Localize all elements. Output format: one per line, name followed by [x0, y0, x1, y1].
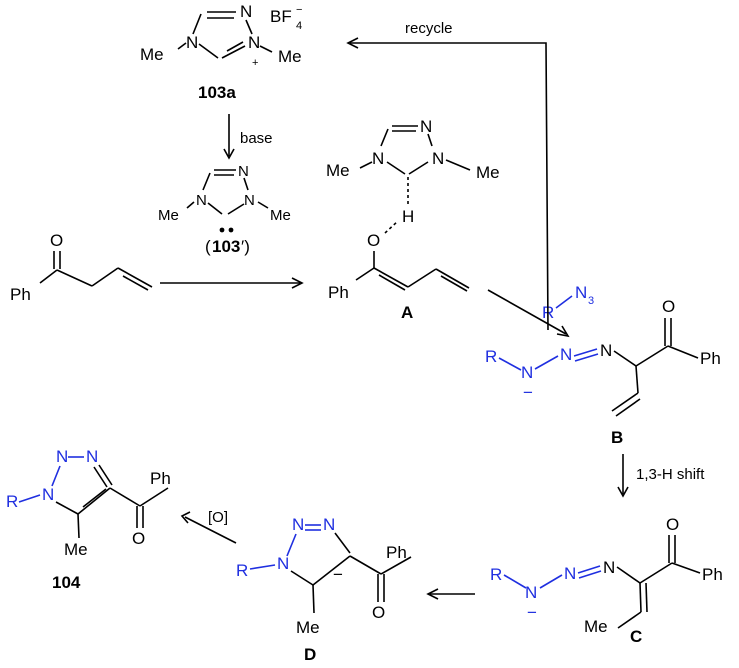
- oxygen-atom: O: [666, 515, 679, 534]
- n-atom: N: [86, 447, 98, 466]
- n-atom: N: [238, 163, 249, 180]
- compound-label-C: C: [630, 627, 642, 646]
- n-atom: N: [603, 558, 615, 577]
- compound-label-B: B: [611, 428, 623, 447]
- azide-label: N: [575, 283, 587, 302]
- methyl-label: Me: [140, 45, 164, 64]
- phenyl-label: Ph: [700, 349, 721, 368]
- bf4-subscript: 4: [296, 20, 302, 32]
- r-group-label: R: [6, 492, 18, 511]
- n-atom: N: [432, 149, 444, 168]
- n-atom: N: [248, 33, 260, 52]
- compound-label-104: 104: [52, 573, 81, 592]
- recycle-label: recycle: [405, 20, 453, 37]
- n-atom: N: [240, 2, 252, 21]
- phenyl-label: Ph: [10, 285, 31, 304]
- oxygen-atom: O: [132, 529, 145, 548]
- n-atom: N: [525, 583, 537, 602]
- phenyl-label: Ph: [386, 543, 407, 562]
- n-atom: N: [600, 341, 612, 360]
- lone-pair-dot: [219, 227, 225, 233]
- n-atom: N: [372, 149, 384, 168]
- compound-label-103-prime: 103: [212, 237, 240, 256]
- intermediate-C: R N − N N O Ph Me C: [490, 515, 723, 646]
- hydrogen-atom: H: [402, 207, 414, 226]
- arrow-base: base: [223, 114, 273, 160]
- r-group-label: R: [236, 561, 248, 580]
- azide-subscript: 3: [588, 295, 594, 307]
- intermediate-A: N N N Me Me H O Ph A: [326, 117, 500, 322]
- oxidation-label: [O]: [208, 509, 228, 526]
- compound-label-close: ′): [241, 237, 250, 256]
- arrow-shift: 1,3-H shift: [617, 454, 705, 498]
- methyl-label: Me: [278, 47, 302, 66]
- oxygen-atom: O: [662, 297, 675, 316]
- oxygen-atom: O: [367, 231, 380, 250]
- methyl-label: Me: [158, 207, 179, 224]
- n-atom: N: [560, 345, 572, 364]
- n-atom: N: [277, 554, 289, 573]
- bf4-superscript: −: [296, 4, 302, 16]
- n-atom: N: [186, 33, 198, 52]
- n-atom: N: [196, 192, 207, 209]
- minus-charge: −: [333, 565, 343, 584]
- methyl-label: Me: [270, 207, 291, 224]
- n-atom: N: [521, 363, 533, 382]
- methyl-label: Me: [326, 161, 350, 180]
- r-group-label: R: [490, 565, 502, 584]
- methyl-label: Me: [476, 163, 500, 182]
- arrow-main: [160, 277, 304, 289]
- phenyl-label: Ph: [150, 469, 171, 488]
- methyl-label: Me: [296, 618, 320, 637]
- minus-charge: −: [527, 603, 537, 622]
- shift-label: 1,3-H shift: [636, 466, 705, 483]
- arrow-oxidation: [O]: [180, 509, 237, 544]
- bf4-counterion: BF: [270, 7, 292, 26]
- compound-label-D: D: [304, 645, 316, 664]
- n-atom: N: [292, 515, 304, 534]
- starting-ketone: O Ph: [10, 231, 153, 304]
- arrow-cyclization: [426, 588, 475, 600]
- r-group-label: R: [485, 347, 497, 366]
- oxygen-atom: O: [50, 231, 63, 250]
- n-atom: N: [420, 117, 432, 136]
- methyl-label: Me: [584, 617, 608, 636]
- compound-label-open: (: [205, 237, 211, 256]
- compound-label-A: A: [401, 303, 413, 322]
- n-atom: N: [323, 515, 335, 534]
- methyl-label: Me: [64, 540, 88, 559]
- plus-charge: +: [252, 57, 258, 69]
- compound-label-103a: 103a: [198, 83, 236, 102]
- n-atom: N: [56, 447, 68, 466]
- n-atom: N: [564, 564, 576, 583]
- product-104: N N N R Me Ph O 104: [6, 447, 171, 592]
- arrow-recycle: recycle: [346, 20, 549, 331]
- intermediate-B: R N − N N O Ph B: [485, 297, 721, 447]
- lone-pair-dot: [228, 227, 234, 233]
- base-label: base: [240, 130, 273, 147]
- compound-103-prime: N N N Me Me ( 103 ′): [158, 163, 291, 256]
- arrow-addition: [487, 289, 570, 338]
- minus-charge: −: [523, 383, 533, 402]
- azide-reagent: R N 3: [542, 283, 594, 322]
- n-atom: N: [42, 485, 54, 504]
- compound-103a: N N N Me Me + BF 4 − 103a: [140, 2, 302, 102]
- phenyl-label: Ph: [702, 565, 723, 584]
- oxygen-atom: O: [372, 603, 385, 622]
- phenyl-label: Ph: [328, 283, 349, 302]
- n-atom: N: [244, 192, 255, 209]
- intermediate-D: N N N R Me − Ph O D: [236, 515, 412, 664]
